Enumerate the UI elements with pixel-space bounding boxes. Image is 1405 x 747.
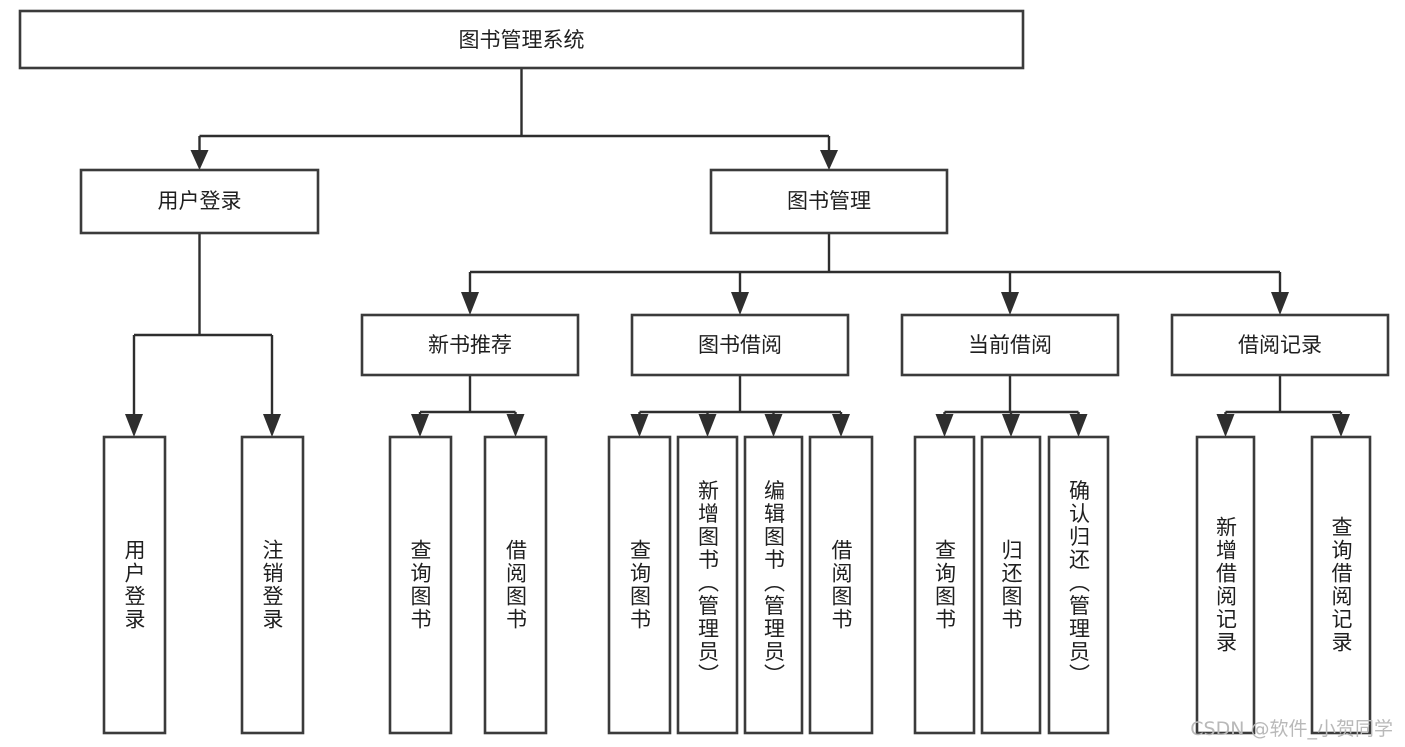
node-user-login[interactable]: 用户登录 (79, 168, 320, 235)
node-leaf-logout[interactable]: 注销登录 (240, 435, 305, 735)
node-current-borrow-label: 当前借阅 (968, 333, 1052, 357)
node-leaf-confirm-return-admin-label: 确认归还（管理员） (1067, 480, 1091, 687)
node-leaf-borrow-book-recommend-box[interactable] (483, 435, 548, 735)
node-layer: 图书管理系统 用户登录 图书管理 新书推荐 图书借阅 (18, 9, 1390, 735)
node-book-management[interactable]: 图书管理 (709, 168, 949, 235)
node-new-book-recommend[interactable]: 新书推荐 (360, 313, 580, 377)
arrow-head-leaf-borrow-book-recommend (506, 414, 525, 437)
node-leaf-add-book-admin-box[interactable] (676, 435, 739, 735)
node-leaf-query-borrow-record-label: 查询借阅记录 (1329, 516, 1353, 654)
node-leaf-confirm-return-admin[interactable]: 确认归还（管理员） (1047, 435, 1110, 735)
node-leaf-logout-box[interactable] (240, 435, 305, 735)
node-leaf-query-borrow-record[interactable]: 查询借阅记录 (1310, 435, 1372, 735)
node-leaf-query-book-recommend[interactable]: 查询图书 (388, 435, 453, 735)
arrow-head-leaf-query-borrow-record (1332, 414, 1350, 437)
node-leaf-query-book-recommend-box[interactable] (388, 435, 453, 735)
node-book-borrow-box[interactable] (630, 313, 850, 377)
node-book-borrow-label: 图书借阅 (698, 333, 782, 357)
node-leaf-borrow-book-borrow-label: 借阅图书 (829, 539, 853, 631)
node-borrow-record[interactable]: 借阅记录 (1170, 313, 1390, 377)
node-leaf-borrow-book-recommend[interactable]: 借阅图书 (483, 435, 548, 735)
arrow-head-book-borrow (731, 292, 749, 315)
arrow-head-leaf-query-book-recommend (411, 414, 429, 437)
node-leaf-return-book[interactable]: 归还图书 (980, 435, 1042, 735)
node-leaf-query-book-borrow-label: 查询图书 (628, 539, 652, 631)
node-leaf-add-book-admin-label: 新增图书（管理员） (696, 480, 720, 687)
arrow-head-leaf-return-book (1002, 414, 1020, 437)
arrow-head-leaf-add-book (698, 414, 717, 437)
node-leaf-borrow-book-borrow-box[interactable] (808, 435, 874, 735)
arrow-head-new-book-recommend (461, 292, 479, 315)
node-current-borrow-box[interactable] (900, 313, 1120, 377)
node-user-login-box[interactable] (79, 168, 320, 235)
node-user-login-label: 用户登录 (158, 189, 242, 213)
arrow-head-leaf-logout (263, 414, 281, 437)
node-leaf-query-book-current[interactable]: 查询图书 (913, 435, 976, 735)
node-new-book-recommend-label: 新书推荐 (428, 333, 512, 357)
node-book-borrow[interactable]: 图书借阅 (630, 313, 850, 377)
node-borrow-record-box[interactable] (1170, 313, 1390, 377)
node-leaf-user-login-box[interactable] (102, 435, 167, 735)
node-leaf-add-borrow-record-box[interactable] (1195, 435, 1256, 735)
node-root-box[interactable] (18, 9, 1025, 70)
arrow-head-leaf-user-login (125, 414, 143, 437)
node-leaf-add-book-admin[interactable]: 新增图书（管理员） (676, 435, 739, 735)
arrow-head-book-management (820, 150, 838, 170)
arrow-head-leaf-query-book-borrow (630, 414, 649, 437)
node-leaf-query-book-borrow[interactable]: 查询图书 (607, 435, 672, 735)
arrow-head-leaf-confirm-return (1069, 414, 1088, 437)
node-leaf-edit-book-admin[interactable]: 编辑图书（管理员） (743, 435, 804, 735)
node-leaf-query-borrow-record-box[interactable] (1310, 435, 1372, 735)
node-root[interactable]: 图书管理系统 (18, 9, 1025, 70)
arrow-head-borrow-record (1271, 292, 1289, 315)
connector-layer (125, 68, 1350, 437)
arrow-head-leaf-query-book-current (935, 414, 954, 437)
node-leaf-borrow-book-recommend-label: 借阅图书 (504, 539, 528, 631)
node-new-book-recommend-box[interactable] (360, 313, 580, 377)
node-current-borrow[interactable]: 当前借阅 (900, 313, 1120, 377)
arrow-head-user-login (190, 150, 209, 170)
node-root-label: 图书管理系统 (459, 28, 585, 52)
node-leaf-logout-label: 注销登录 (260, 539, 284, 631)
node-leaf-return-book-box[interactable] (980, 435, 1042, 735)
node-leaf-query-book-borrow-box[interactable] (607, 435, 672, 735)
node-book-management-label: 图书管理 (787, 189, 871, 213)
node-borrow-record-label: 借阅记录 (1238, 333, 1322, 357)
node-leaf-edit-book-admin-box[interactable] (743, 435, 804, 735)
arrow-head-leaf-edit-book (764, 414, 783, 437)
node-leaf-add-borrow-record-label: 新增借阅记录 (1214, 516, 1238, 654)
node-leaf-query-book-current-label: 查询图书 (933, 539, 957, 631)
arrow-head-current-borrow (1001, 292, 1019, 315)
arrow-head-leaf-borrow-book-borrow (832, 414, 850, 437)
node-leaf-query-book-current-box[interactable] (913, 435, 976, 735)
node-book-management-box[interactable] (709, 168, 949, 235)
node-leaf-edit-book-admin-label: 编辑图书（管理员） (762, 480, 786, 687)
node-leaf-user-login[interactable]: 用户登录 (102, 435, 167, 735)
node-leaf-query-book-recommend-label: 查询图书 (408, 539, 432, 631)
node-leaf-add-borrow-record[interactable]: 新增借阅记录 (1195, 435, 1256, 735)
node-leaf-confirm-return-admin-box[interactable] (1047, 435, 1110, 735)
node-leaf-borrow-book-borrow[interactable]: 借阅图书 (808, 435, 874, 735)
arrow-head-leaf-add-borrow-record (1216, 414, 1235, 437)
node-leaf-user-login-label: 用户登录 (122, 539, 146, 631)
node-leaf-return-book-label: 归还图书 (999, 539, 1023, 631)
